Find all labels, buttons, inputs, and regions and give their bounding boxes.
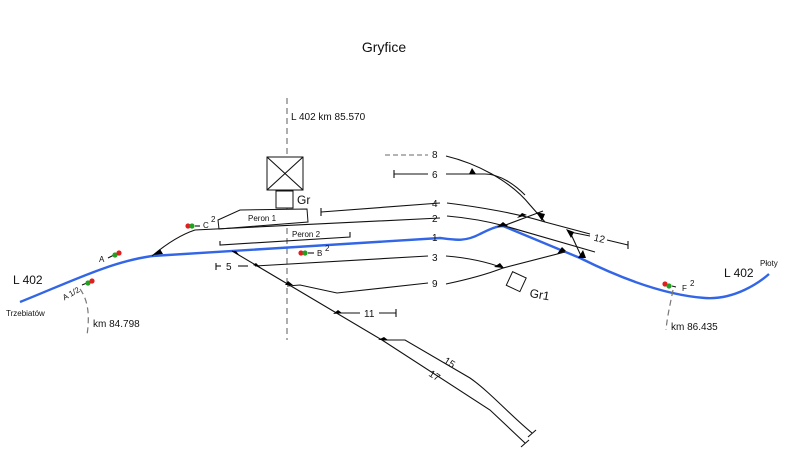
- platform-2-label: Peron 2: [292, 230, 321, 239]
- signal-f-label: F: [682, 284, 687, 293]
- km-right-leader: [665, 289, 674, 331]
- track-3-right: [445, 251, 566, 269]
- track-2-label: 2: [432, 214, 438, 225]
- track-12-label: 12: [593, 233, 607, 246]
- km-right-label: km 86.435: [671, 322, 718, 333]
- platform-2: [219, 232, 351, 246]
- signal-f-superscript: 2: [690, 279, 695, 288]
- signal-c-label: C: [203, 221, 209, 230]
- station-building: [266, 156, 304, 209]
- track-9-right: [445, 267, 504, 285]
- track-6: [446, 173, 526, 196]
- track-4-left: [320, 202, 441, 213]
- track-17-buffer-stop: [520, 439, 530, 448]
- signal-a12-label: A 1/2: [61, 285, 82, 302]
- signal-b: [298, 250, 314, 256]
- signal-a: [107, 250, 122, 259]
- track-12-b: [606, 239, 629, 246]
- axis-km-label: L 402 km 85.570: [291, 112, 366, 123]
- crossover-2-4: [502, 210, 544, 227]
- signal-f: [662, 281, 677, 289]
- track-8: [445, 155, 546, 223]
- platform-1: [217, 208, 309, 230]
- track-9-left: [286, 282, 429, 294]
- line-name-right: L 402: [724, 266, 754, 280]
- track-5-label: 5: [226, 262, 232, 273]
- crossover-4-main: [569, 231, 583, 259]
- switch-markers: [153, 168, 586, 340]
- signal-box-label: Gr1: [529, 286, 551, 303]
- station-building-label: Gr: [297, 193, 310, 207]
- track-11-label: 11: [364, 309, 375, 320]
- signal-c-superscript: 2: [211, 215, 216, 224]
- line-name-left: L 402: [13, 273, 43, 287]
- platform-1-label: Peron 1: [248, 214, 277, 223]
- km-left-label: km 84.798: [93, 319, 140, 330]
- track-15: [382, 339, 533, 434]
- signal-box: [505, 271, 527, 293]
- track-3-left: [254, 255, 429, 267]
- signal-b-superscript: 2: [325, 244, 330, 253]
- track-15-buffer-stop: [527, 429, 537, 438]
- track-8-label: 8: [432, 150, 438, 161]
- signal-b-label: B: [317, 249, 322, 258]
- signal-a12: [81, 278, 95, 286]
- track-9-label: 9: [432, 279, 438, 290]
- signal-c: [185, 223, 200, 229]
- track-4-label: 4: [432, 199, 438, 210]
- destination-left: Trzebiatów: [6, 309, 45, 318]
- km-left-leader: [79, 288, 89, 336]
- track-6-label: 6: [432, 170, 438, 181]
- track-4-right: [446, 202, 591, 235]
- track-3-label: 3: [432, 253, 438, 264]
- destination-right: Płoty: [760, 259, 778, 268]
- track-1-label: 1: [432, 233, 438, 244]
- station-title: Gryfice: [362, 39, 407, 55]
- track-17: [231, 250, 526, 444]
- main-line-track-1: [19, 224, 770, 304]
- signal-a-label: A: [99, 255, 105, 264]
